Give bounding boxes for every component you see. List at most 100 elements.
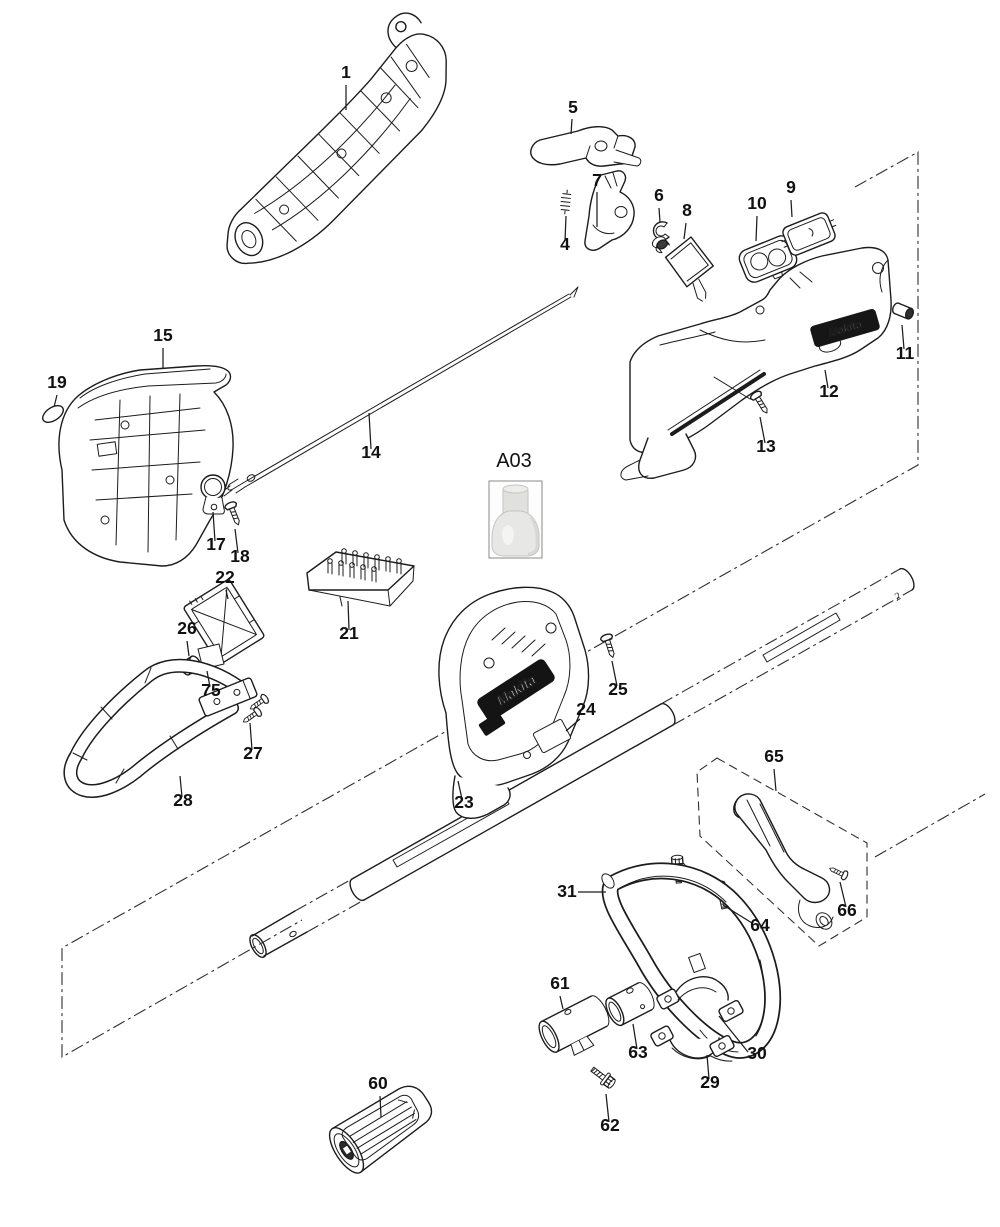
part-65-lock-lever <box>733 793 834 930</box>
leader-line-24 <box>565 718 581 732</box>
part-label-26: 26 <box>177 618 197 638</box>
leader-line-25 <box>611 660 618 687</box>
part-60-grip <box>328 1085 433 1174</box>
part-17-clamp <box>200 474 226 515</box>
leader-line-29 <box>706 1054 710 1080</box>
leader-line-65 <box>773 768 777 792</box>
leader-line-60 <box>379 1095 382 1118</box>
part-label-15: 15 <box>153 325 173 345</box>
part-4-spring <box>560 189 572 215</box>
part-label-63: 63 <box>628 1042 648 1062</box>
part-11-stopper <box>891 302 915 320</box>
makita-logo-band-housing: Makita <box>810 309 880 347</box>
part-label-75: 75 <box>201 680 221 700</box>
leader-line-17 <box>212 511 216 542</box>
part-label-4: 4 <box>560 234 570 254</box>
part-18-screw <box>223 499 245 528</box>
part-13-guide-line <box>713 376 751 400</box>
part-label-18: 18 <box>230 546 250 566</box>
part-25-screw <box>599 632 620 660</box>
part-label-24: 24 <box>576 699 596 719</box>
shaft-pipe <box>249 567 915 958</box>
part-66-screw <box>827 863 850 882</box>
part-14-rod <box>221 286 579 497</box>
part-29-clamp-lower <box>650 1025 735 1060</box>
leader-line-66 <box>839 881 847 908</box>
leader-line-19 <box>53 394 58 408</box>
leader-line-64 <box>722 904 753 924</box>
part-15-cover <box>58 364 234 567</box>
part-label-14: 14 <box>361 442 381 462</box>
leader-line-28 <box>179 775 183 798</box>
part-label-12: 12 <box>819 381 839 401</box>
part-label-29: 29 <box>700 1072 720 1092</box>
leader-line-9 <box>790 199 793 218</box>
leader-line-11 <box>901 324 905 350</box>
leader-line-12 <box>824 369 829 389</box>
part-label-31: 31 <box>557 881 577 901</box>
leader-line-18 <box>234 528 239 554</box>
part-13-screw <box>748 388 773 417</box>
part-5-lockoff-lever <box>530 126 642 167</box>
boundary-tick-right <box>874 793 986 858</box>
part-label-61: 61 <box>550 973 570 993</box>
part-28-bar-handle <box>63 658 258 798</box>
leader-line-13 <box>759 416 766 444</box>
part-label-21: 21 <box>339 623 359 643</box>
leader-line-75 <box>206 670 211 688</box>
grease-bottle-photo <box>491 484 540 557</box>
part-label-1: 1 <box>341 62 351 82</box>
part-31-loop-handle <box>601 862 782 1062</box>
part-label-19: 19 <box>47 372 67 392</box>
part-label-10: 10 <box>747 193 767 213</box>
leader-line-23 <box>457 780 463 800</box>
part-label-65: 65 <box>764 746 784 766</box>
leader-line-22 <box>225 589 229 600</box>
part-9-cover-pad <box>781 212 837 256</box>
part-21-terminal-block <box>306 548 415 607</box>
part-label-9: 9 <box>786 177 796 197</box>
part-63-sleeve <box>605 982 655 1027</box>
part-8-switch <box>651 236 714 302</box>
part-label-28: 28 <box>173 790 193 810</box>
part-label-62: 62 <box>600 1115 620 1135</box>
leader-line-63 <box>632 1023 638 1050</box>
part-7-trigger <box>584 170 635 251</box>
leader-line-8 <box>683 222 687 240</box>
badge-mark <box>478 712 506 736</box>
part-62-bolt <box>587 1062 619 1092</box>
part-label-17: 17 <box>206 534 225 554</box>
part-label-6: 6 <box>654 185 664 205</box>
part-label-7: 7 <box>592 170 602 190</box>
part-label-5: 5 <box>568 97 578 117</box>
part-24-label-plate <box>532 718 572 754</box>
leader-line-14 <box>368 412 372 450</box>
leader-line-30 <box>718 1015 749 1053</box>
part-label-64: 64 <box>750 915 770 935</box>
leader-line-61 <box>559 995 564 1010</box>
part-10-switch-pad <box>738 235 798 283</box>
leader-line-6 <box>658 207 661 223</box>
part-12-handle-housing: Makita <box>620 246 892 481</box>
part-label-60: 60 <box>368 1073 388 1093</box>
part-30-clamp-upper <box>656 976 744 1022</box>
part-23-motor-cover: Makita <box>438 586 590 819</box>
part-label-66: 66 <box>837 900 857 920</box>
part-label-30: 30 <box>747 1043 767 1063</box>
leader-line-62 <box>605 1093 610 1123</box>
leader-line-26 <box>186 640 190 657</box>
part-label-27: 27 <box>243 743 262 763</box>
leader-line-27 <box>249 722 253 751</box>
part-61-clamp-sleeve <box>538 995 610 1056</box>
part-1-handle-housing <box>226 12 447 265</box>
part-22-holder-plate <box>183 579 265 665</box>
leader-line-21 <box>347 600 350 631</box>
part-label-11: 11 <box>896 343 915 363</box>
part-label-13: 13 <box>756 436 776 456</box>
shaft-pipe-mark: 2 <box>892 590 903 603</box>
part-label-22: 22 <box>215 567 235 587</box>
part-19-seal <box>42 404 64 424</box>
